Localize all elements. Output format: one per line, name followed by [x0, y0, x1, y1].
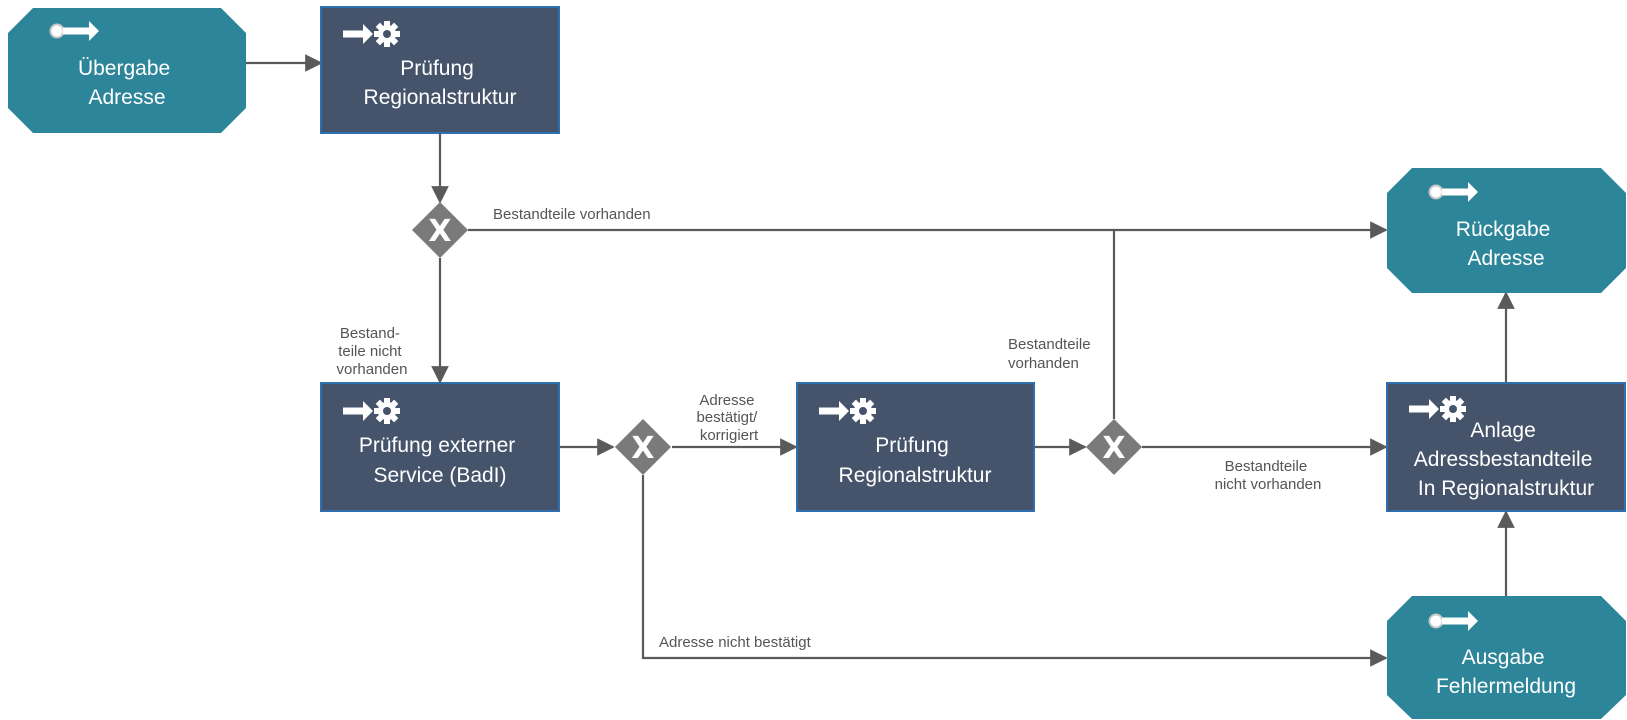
- function-shape: [1386, 382, 1626, 512]
- function-pruefung-regionalstruktur-1: Prüfung Regionalstruktur: [320, 6, 560, 134]
- function-label: Prüfung Regionalstruktur: [839, 434, 992, 487]
- event-label: Ausgabe Fehlermeldung: [1436, 646, 1576, 698]
- xor-icon: X: [631, 431, 654, 466]
- gateway-diamond: [615, 419, 671, 475]
- xor-icon: X: [1102, 431, 1125, 466]
- function-anlage-adressbestandteile: Anlage Adressbestandteile In Regionalstr…: [1386, 382, 1626, 512]
- gateway-xor-1: X: [412, 202, 468, 258]
- function-pruefung-regionalstruktur-2: Prüfung Regionalstruktur: [796, 382, 1035, 512]
- edge-label-adresse-bestaetigt: Adresse bestätigt/ korrigiert: [696, 392, 761, 444]
- gateway-diamond: [1086, 419, 1142, 475]
- event-shape: [8, 8, 246, 133]
- event-ausgabe-fehlermeldung: Ausgabe Fehlermeldung: [1387, 596, 1626, 719]
- edge-label-bestandteile-vorhanden-2: Bestandteile vorhanden: [1008, 336, 1095, 372]
- function-label: Prüfung Regionalstruktur: [364, 57, 517, 109]
- function-label: Anlage Adressbestandteile In Regionalstr…: [1414, 419, 1598, 500]
- function-shape: [320, 6, 560, 134]
- gateway-xor-3: X: [1086, 419, 1142, 475]
- event-rueckgabe-adresse: Rückgabe Adresse: [1387, 168, 1626, 293]
- xor-icon: X: [428, 214, 451, 249]
- function-label: Prüfung externer Service (BadI): [359, 434, 521, 487]
- event-uebergabe-adresse: Übergabe Adresse: [8, 8, 246, 133]
- event-shape: [1387, 596, 1626, 719]
- function-shape: [320, 382, 560, 512]
- event-shape: [1387, 168, 1626, 293]
- edge-label-bestandteile-nicht-vorhanden-1: Bestand- teile nicht vorhanden: [337, 325, 408, 378]
- edge-label-bestandteile-nicht-vorhanden-2: Bestandteile nicht vorhanden: [1215, 458, 1322, 493]
- connectors: [246, 54, 1515, 667]
- event-label: Rückgabe Adresse: [1456, 218, 1556, 270]
- event-label: Übergabe Adresse: [78, 57, 176, 109]
- edge-label-bestandteile-vorhanden: Bestandteile vorhanden: [493, 206, 651, 223]
- function-shape: [796, 382, 1035, 512]
- gateway-xor-2: X: [615, 419, 671, 475]
- function-pruefung-externer-service: Prüfung externer Service (BadI): [320, 382, 560, 512]
- gateway-diamond: [412, 202, 468, 258]
- edge-label-adresse-nicht-bestaetigt: Adresse nicht bestätigt: [659, 634, 812, 651]
- edge-gw2-to-ausgabe: [641, 475, 1388, 667]
